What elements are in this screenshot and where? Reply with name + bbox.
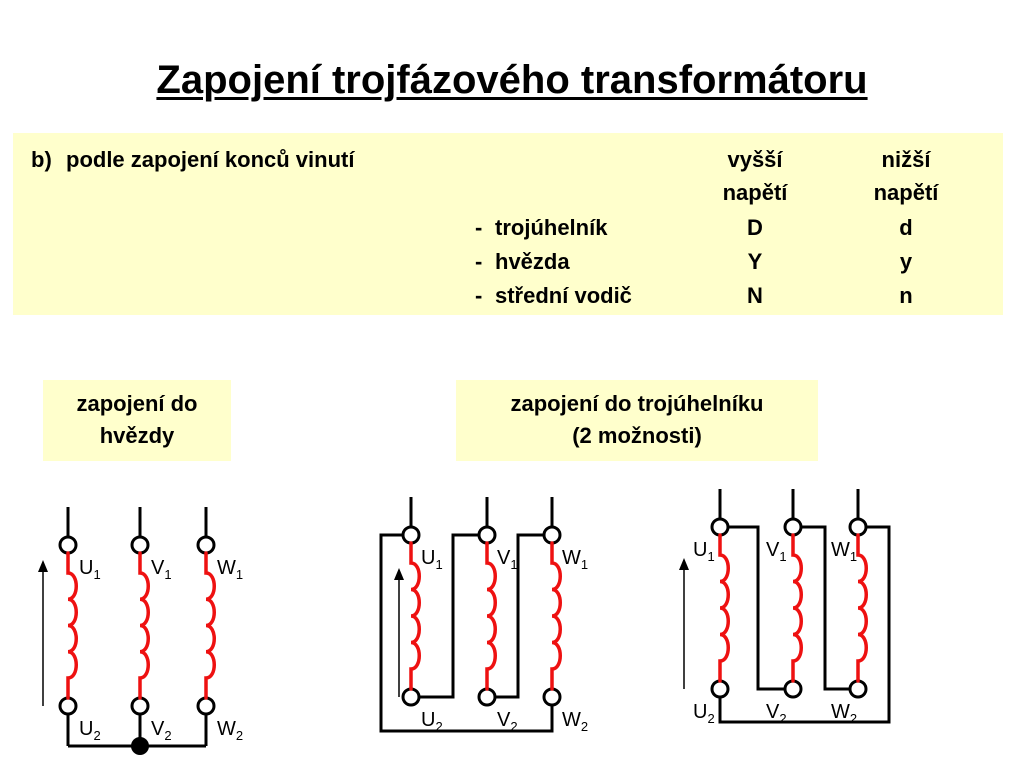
terminal-label-bottom: V2 xyxy=(151,718,172,743)
terminal-label-top: V1 xyxy=(151,557,172,582)
terminal-circle xyxy=(130,535,150,555)
wire xyxy=(728,525,785,691)
terminal-circle xyxy=(58,696,78,716)
terminal-circle xyxy=(848,517,868,537)
row-low: d xyxy=(899,215,913,240)
terminal-circle xyxy=(848,679,868,699)
terminal-label-top: V1 xyxy=(766,539,787,564)
terminal-circle xyxy=(710,517,730,537)
winding-coil xyxy=(718,533,730,683)
winding-coil xyxy=(66,551,78,700)
terminal-label-top: U1 xyxy=(421,547,443,572)
winding-coil xyxy=(138,551,150,700)
col-high-line1: vyšší xyxy=(727,147,783,172)
col-low-line2: napětí xyxy=(873,180,939,205)
terminal-label-bottom: U2 xyxy=(693,701,715,726)
page-title: Zapojení trojfázového transformátoru xyxy=(156,58,868,102)
terminal-label-top: W1 xyxy=(562,547,588,572)
terminal-label-bottom: W2 xyxy=(562,709,588,734)
delta-label-line1: zapojení do trojúhelníku xyxy=(510,391,764,416)
terminal-circle xyxy=(477,687,497,707)
row-dash: - xyxy=(475,215,483,240)
terminal-label-bottom: V2 xyxy=(766,701,787,726)
row-dash: - xyxy=(475,249,483,274)
delta-connection-label: zapojení do trojúhelníku (2 možnosti) xyxy=(456,380,818,461)
terminal-label-bottom: W2 xyxy=(831,701,857,726)
row-low: y xyxy=(899,249,913,274)
col-low-line1: nižší xyxy=(881,147,931,172)
terminal-label-top: W1 xyxy=(831,539,857,564)
terminal-circle xyxy=(542,687,562,707)
item-text: podle zapojení konců vinutí xyxy=(66,147,355,172)
row-name: střední vodič xyxy=(495,283,632,308)
arrow-head xyxy=(394,568,404,580)
arrow-head xyxy=(679,558,689,570)
winding-coil xyxy=(550,541,562,691)
row-name: trojúhelník xyxy=(495,215,608,240)
row-name: hvězda xyxy=(495,249,570,274)
item-marker: b) xyxy=(31,147,52,172)
winding-coil xyxy=(409,541,421,691)
row-dash: - xyxy=(475,283,483,308)
terminal-label-bottom: V2 xyxy=(497,709,518,734)
row-high: D xyxy=(747,215,763,240)
winding-coil xyxy=(856,533,868,683)
terminal-label-top: V1 xyxy=(497,547,518,572)
terminal-circle xyxy=(783,679,803,699)
row-low: n xyxy=(899,283,913,308)
info-panel: b) podle zapojení konců vinutí vyšší nap… xyxy=(13,133,1003,315)
terminal-circle xyxy=(710,679,730,699)
row-high: Y xyxy=(747,249,763,274)
terminal-circle xyxy=(196,696,216,716)
row-high: N xyxy=(747,283,763,308)
winding-coil xyxy=(204,551,216,700)
terminal-label-bottom: U2 xyxy=(421,709,443,734)
wire xyxy=(379,533,554,733)
col-high-line2: napětí xyxy=(722,180,788,205)
terminal-label-top: U1 xyxy=(79,557,101,582)
winding-coil xyxy=(791,533,803,683)
terminal-circle xyxy=(477,525,497,545)
arrow-head xyxy=(38,560,48,572)
terminal-circle xyxy=(58,535,78,555)
wire xyxy=(801,525,850,691)
wire xyxy=(495,533,544,699)
terminal-circle xyxy=(401,525,421,545)
terminal-circle xyxy=(542,525,562,545)
terminal-circle xyxy=(401,687,421,707)
terminal-circle xyxy=(130,696,150,716)
terminal-label-bottom: U2 xyxy=(79,718,101,743)
terminal-label-top: W1 xyxy=(217,557,243,582)
wire xyxy=(419,533,479,699)
terminal-label-top: U1 xyxy=(693,539,715,564)
star-label-line2: hvězdy xyxy=(99,423,175,448)
delta-label-line2: (2 možnosti) xyxy=(572,423,702,448)
terminal-circle xyxy=(196,535,216,555)
star-label-line1: zapojení do xyxy=(76,391,198,416)
star-connection-label: zapojení do hvězdy xyxy=(43,380,231,461)
terminal-label-bottom: W2 xyxy=(217,718,243,743)
terminal-circle xyxy=(783,517,803,537)
wire xyxy=(718,525,891,724)
winding-coil xyxy=(485,541,497,691)
neutral-point xyxy=(131,737,149,755)
